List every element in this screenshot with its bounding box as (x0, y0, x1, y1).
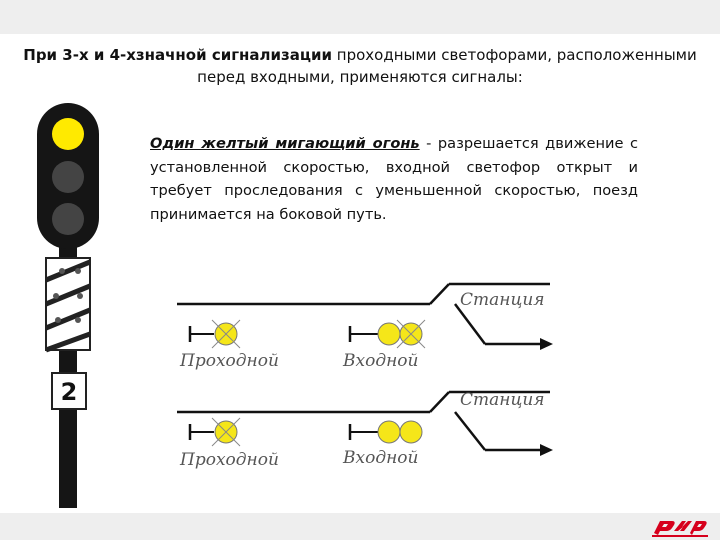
signal-lamp-middle (52, 161, 84, 193)
signal-lamp-bottom (52, 203, 84, 235)
signal-lamp-yellow (52, 118, 84, 150)
lower-station-label: Станция (460, 390, 545, 410)
plate-number: 2 (61, 378, 78, 406)
upper-station-label: Станция (460, 290, 545, 310)
number-plate (51, 372, 87, 410)
lower-block-label: Проходной (179, 450, 279, 470)
bottom-band (0, 513, 720, 540)
title-rest: проходными светофорами, расположенными п… (197, 46, 697, 86)
title-bold: При 3-х и 4-хзначной сигнализации (23, 46, 333, 64)
top-band (0, 0, 720, 34)
rzd-logo-icon (652, 521, 708, 537)
upper-entry-label: Входной (342, 351, 418, 371)
signal-description: Один желтый мигающий огонь - разрешается… (150, 132, 638, 226)
upper-scheme (177, 282, 553, 350)
lower-scheme (177, 390, 553, 456)
description-text: - разрешается движение с установленной с… (150, 135, 638, 223)
description-emphasis: Один желтый мигающий огонь (150, 135, 420, 152)
upper-block-label: Проходной (179, 351, 279, 371)
striped-plate (45, 257, 91, 353)
lower-entry-label: Входной (342, 448, 418, 468)
slide-title: При 3-х и 4-хзначной сигнализации проход… (20, 44, 700, 88)
